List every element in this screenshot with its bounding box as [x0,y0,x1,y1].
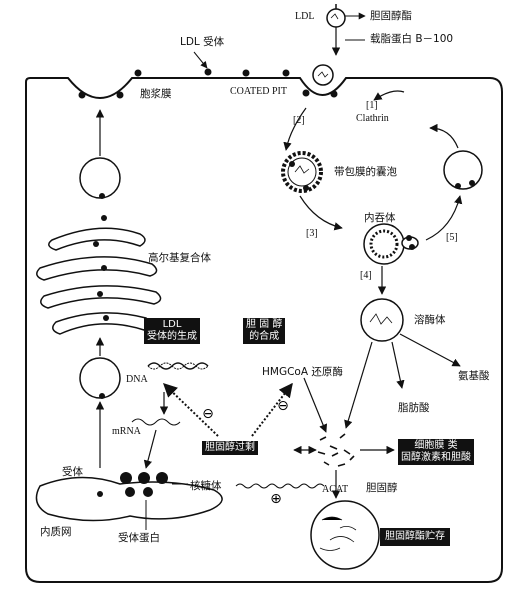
dna-helix [147,362,209,370]
label-apob100: 载脂蛋白 B－100 [370,33,454,45]
secretory-vesicle-top [79,157,121,199]
ldl-particle [326,4,346,28]
label-cholesterol-ester: 胆固醇酯 [370,10,412,22]
label-receptor: 受体 [62,466,83,478]
lysosome-shape [360,298,404,342]
label-step5: [5] [446,232,458,243]
label-dna: DNA [126,374,148,385]
cholesterol-ester-droplet [310,500,380,570]
acat-activation-line [235,483,325,489]
activate-mark-acat: ⊕ [270,491,282,507]
endoplasmic-reticulum [35,476,223,522]
label-ldl-receptor: LDL 受体 [180,36,225,48]
label-amino-acid: 氨基酸 [458,370,490,382]
secretory-vesicle-bottom [79,357,121,399]
label-plasma-membrane: 胞浆膜 [140,88,172,100]
box-cholesterol-synthesis: 胆 固 醇的合成 [243,318,286,344]
inhibit-mark-dna: ⊖ [202,406,214,422]
box-membrane-steroids: 细胞膜 类固醇激素和胆酸 [398,439,474,465]
label-receptor-protein: 受体蛋白 [118,532,160,544]
label-clathrin: Clathrin [356,113,389,124]
golgi-complex [36,227,162,335]
label-step1: [1] [366,100,378,111]
label-fatty-acid: 脂肪酸 [398,402,430,414]
label-ldl: LDL [295,11,315,22]
label-er: 内质网 [40,526,72,538]
label-coated-vesicle: 带包膜的囊泡 [334,166,397,178]
label-step4: [4] [360,270,372,281]
label-acat: ACAT [322,484,349,495]
ribosomes [97,472,168,497]
coated-vesicle-shape [281,151,323,193]
label-mrna: mRNA [112,426,141,437]
label-ribosome: 核糖体 [190,480,222,492]
cholesterol-cluster [317,433,355,467]
endosome-shape [363,223,419,265]
label-cholesterol: 胆固醇 [366,482,398,494]
label-endosome: 内吞体 [364,212,396,224]
box-excess-cholesterol: 胆固醇过剩 [202,441,258,455]
label-step3: [3] [306,228,318,239]
label-hmgcoa: HMGCoA 还原酶 [262,366,343,378]
recycling-vesicle [443,150,483,190]
mrna-strand [131,418,181,426]
label-lysosome: 溶酶体 [414,314,446,326]
inhibit-mark-hmgcoa: ⊖ [277,398,289,414]
label-step2: [2] [293,115,305,126]
label-golgi: 高尔基复合体 [148,252,211,264]
membrane-receptors [78,68,338,99]
ldl-in-pit [312,64,334,86]
golgi-receptors [93,215,109,321]
cell-membrane [25,77,503,583]
label-coated-pit: COATED PIT [230,86,287,97]
box-cholesterol-storage: 胆固醇酯贮存 [380,528,450,546]
